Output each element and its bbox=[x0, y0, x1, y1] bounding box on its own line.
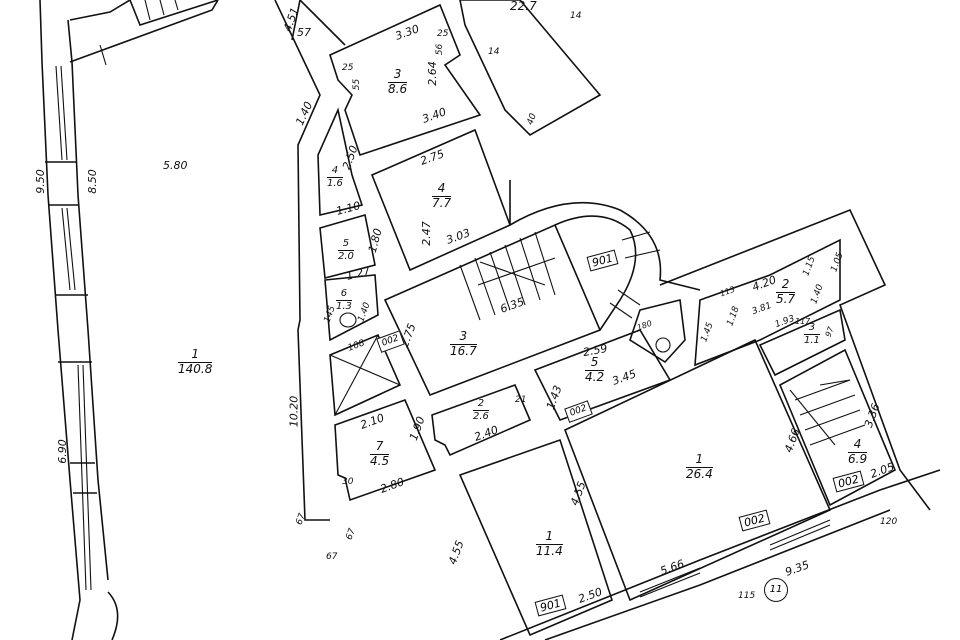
dimension-label: 117 bbox=[795, 317, 811, 326]
dimension-label: 57 bbox=[297, 26, 311, 39]
shaft-outline bbox=[329, 333, 402, 417]
central-corridor-walls bbox=[274, 0, 346, 521]
dimension-label: 9.50 bbox=[33, 169, 47, 194]
room-1-bottom-outline bbox=[458, 438, 613, 637]
room-22-outline bbox=[459, 0, 602, 136]
room-7-outline bbox=[334, 398, 437, 502]
dimension-label: 5.80 bbox=[163, 159, 188, 172]
room-6-outline bbox=[324, 274, 379, 342]
dimension-label: 25 bbox=[437, 29, 449, 39]
dimension-label: 21 bbox=[515, 395, 527, 405]
left-exterior-wall bbox=[39, 0, 119, 640]
dimension-label: 67 bbox=[326, 552, 338, 562]
bottom-exterior-wall bbox=[499, 469, 941, 640]
room-2-small-outline bbox=[431, 383, 532, 457]
dimension-label: 56 bbox=[435, 43, 446, 56]
dimension-label: 14 bbox=[488, 47, 500, 57]
right-wing-outline bbox=[659, 208, 931, 511]
dimension-label: 55 bbox=[352, 78, 363, 91]
small-wc-near-stair bbox=[629, 299, 686, 364]
stair-hall-outline bbox=[383, 223, 602, 397]
dimension-label: 25 bbox=[342, 63, 354, 73]
dimension-label: 6.90 bbox=[55, 439, 69, 464]
sheet-marker: 11 bbox=[764, 578, 788, 602]
dimension-label: 10.20 bbox=[287, 395, 301, 428]
dimension-label: 115 bbox=[738, 591, 756, 601]
dimension-label: 2.64 bbox=[425, 61, 439, 86]
room-3-outline bbox=[329, 3, 482, 157]
room-4-small-outline bbox=[317, 107, 364, 217]
dimension-label: 14 bbox=[570, 11, 582, 21]
dimension-label: 8.50 bbox=[85, 169, 99, 194]
dimension-label: 120 bbox=[880, 517, 898, 527]
dimension-label: 2.47 bbox=[419, 221, 433, 246]
room-5-small-outline bbox=[319, 213, 376, 280]
top-left-stair bbox=[69, 0, 219, 66]
dimension-label: 30 bbox=[342, 477, 354, 487]
room-label: 22.7 bbox=[510, 0, 537, 13]
round-stair-tower bbox=[509, 180, 701, 331]
